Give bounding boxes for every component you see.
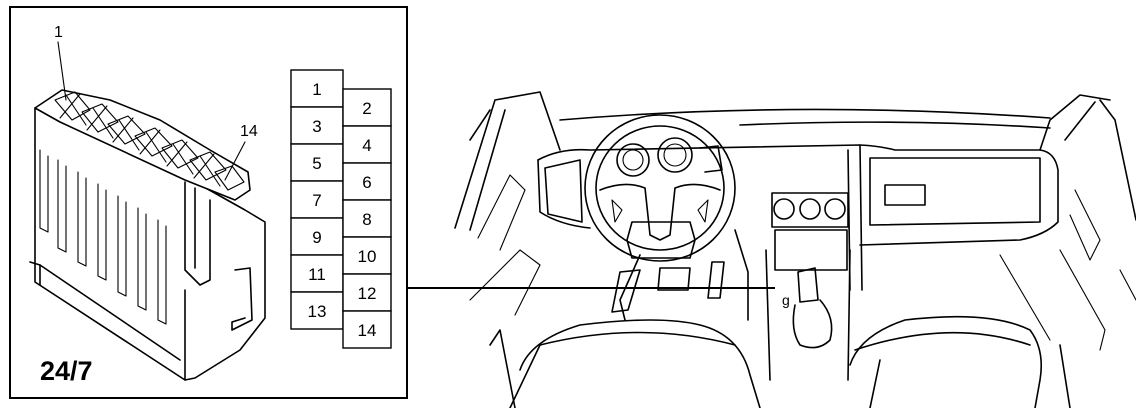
pin-number: 13 (308, 302, 327, 321)
pin-cell: 11 (290, 254, 344, 293)
pin-number: 5 (312, 154, 321, 173)
pin-cell: 3 (290, 106, 344, 145)
pin-number: 11 (308, 265, 326, 284)
pin-number: 7 (312, 191, 321, 210)
pin-cell: 12 (342, 273, 392, 312)
last-pin-leader (224, 141, 246, 181)
pin-cell: 2 (342, 88, 392, 127)
last-pin-callout: 14 (240, 123, 258, 140)
pin-number: 14 (358, 321, 377, 340)
first-pin-callout: 1 (54, 24, 63, 41)
pin-cell: 13 (290, 291, 344, 330)
pin-cell: 4 (342, 125, 392, 164)
pin-number: 12 (358, 284, 377, 303)
connector-housing-drawing (29, 89, 266, 381)
pin-cell: 9 (290, 217, 344, 256)
pin-column-even: 2 4 6 8 10 12 (342, 88, 392, 349)
pin-number: 10 (358, 247, 377, 266)
gear-marking: g (782, 292, 790, 308)
pin-cell: 5 (290, 143, 344, 182)
pin-number: 1 (312, 80, 321, 99)
pin-cell: 10 (342, 236, 392, 275)
pin-number: 9 (312, 228, 321, 247)
pin-number: 2 (362, 99, 371, 118)
pin-cell: 14 (342, 310, 392, 349)
first-pin-leader (57, 41, 67, 101)
pin-cell: 1 (290, 69, 344, 108)
pin-number: 8 (362, 210, 371, 229)
pin-column-odd: 1 3 5 7 9 11 1 (290, 69, 344, 330)
pin-layout-grid: 1 3 5 7 9 11 1 (290, 69, 392, 349)
pin-cell: 7 (290, 180, 344, 219)
dashboard-illustration: g (454, 91, 1136, 408)
pin-cell: 6 (342, 162, 392, 201)
pin-number: 6 (362, 173, 371, 192)
pin-number: 3 (312, 117, 321, 136)
steering-wheel (584, 114, 736, 262)
pin-cell: 8 (342, 199, 392, 238)
diagram-code: 24/7 (40, 356, 93, 386)
pin-number: 4 (362, 136, 371, 155)
